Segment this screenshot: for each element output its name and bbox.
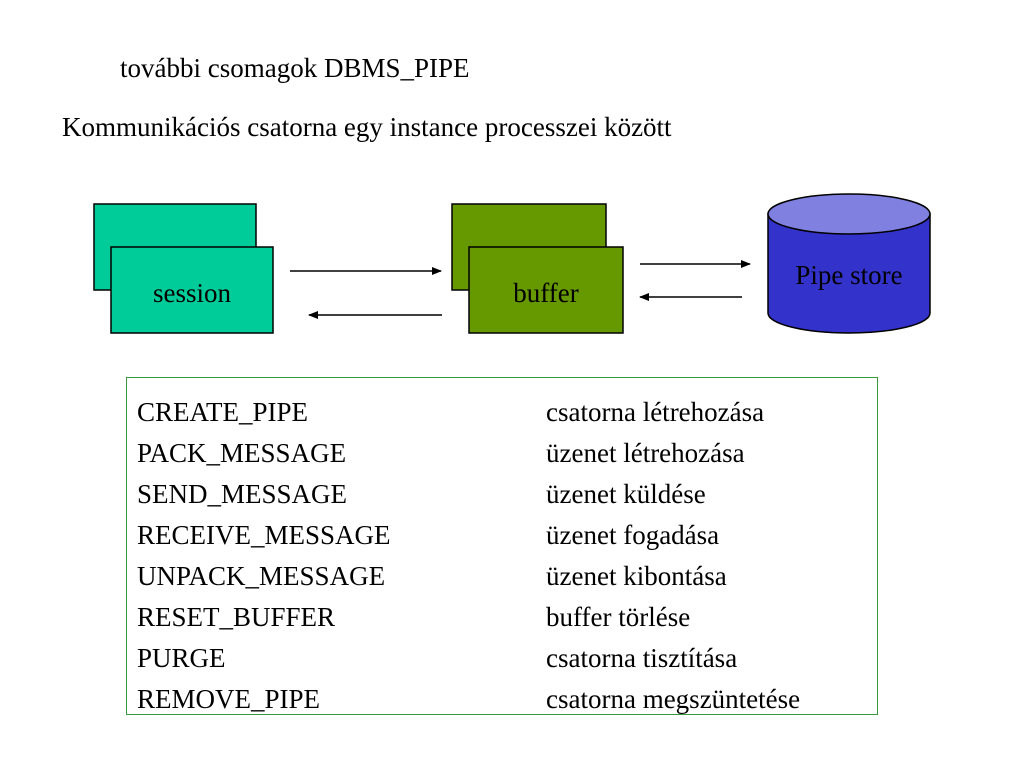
function-description: üzenet kibontása — [546, 561, 727, 591]
function-row: SEND_MESSAGE üzenet küldése — [127, 476, 877, 512]
function-description: üzenet fogadása — [546, 520, 720, 550]
function-name: SEND_MESSAGE — [137, 479, 348, 509]
function-name: RESET_BUFFER — [137, 602, 336, 632]
pipe-store-cylinder: Pipe store — [767, 193, 931, 334]
function-name: CREATE_PIPE — [137, 397, 309, 427]
session-node: session — [93, 203, 274, 334]
buffer-front-box — [468, 246, 624, 334]
function-name: UNPACK_MESSAGE — [137, 561, 386, 591]
page-title: további csomagok DBMS_PIPE — [120, 53, 470, 83]
pipe-diagram: session buffer Pipe store — [93, 193, 931, 334]
function-description: csatorna létrehozása — [546, 397, 765, 427]
function-description: üzenet létrehozása — [546, 438, 745, 468]
function-row: REMOVE_PIPE csatorna megszüntetése — [127, 681, 877, 717]
function-row: RECEIVE_MESSAGE üzenet fogadása — [127, 517, 877, 553]
pipe-store-body — [767, 213, 931, 334]
function-row: PURGE csatorna tisztítása — [127, 640, 877, 676]
buffer-node: buffer — [451, 203, 624, 334]
function-row: RESET_BUFFER buffer törlése — [127, 599, 877, 635]
session-label: session — [153, 278, 232, 308]
function-name: RECEIVE_MESSAGE — [137, 520, 391, 550]
session-front-box — [110, 246, 274, 334]
function-name: PACK_MESSAGE — [137, 438, 347, 468]
function-row: PACK_MESSAGE üzenet létrehozása — [127, 435, 877, 471]
page-subtitle: Kommunikációs csatorna egy instance proc… — [62, 112, 672, 142]
pipe-store-label: Pipe store — [795, 260, 902, 290]
function-row: CREATE_PIPE csatorna létrehozása — [127, 394, 877, 430]
function-name: REMOVE_PIPE — [137, 684, 321, 714]
function-description: üzenet küldése — [546, 479, 706, 509]
function-description: csatorna tisztítása — [546, 643, 738, 673]
function-row: UNPACK_MESSAGE üzenet kibontása — [127, 558, 877, 594]
buffer-label: buffer — [513, 278, 578, 308]
function-description: buffer törlése — [546, 602, 691, 632]
function-description: csatorna megszüntetése — [546, 684, 801, 714]
function-name: PURGE — [137, 643, 226, 673]
pipe-store-top — [767, 193, 931, 235]
